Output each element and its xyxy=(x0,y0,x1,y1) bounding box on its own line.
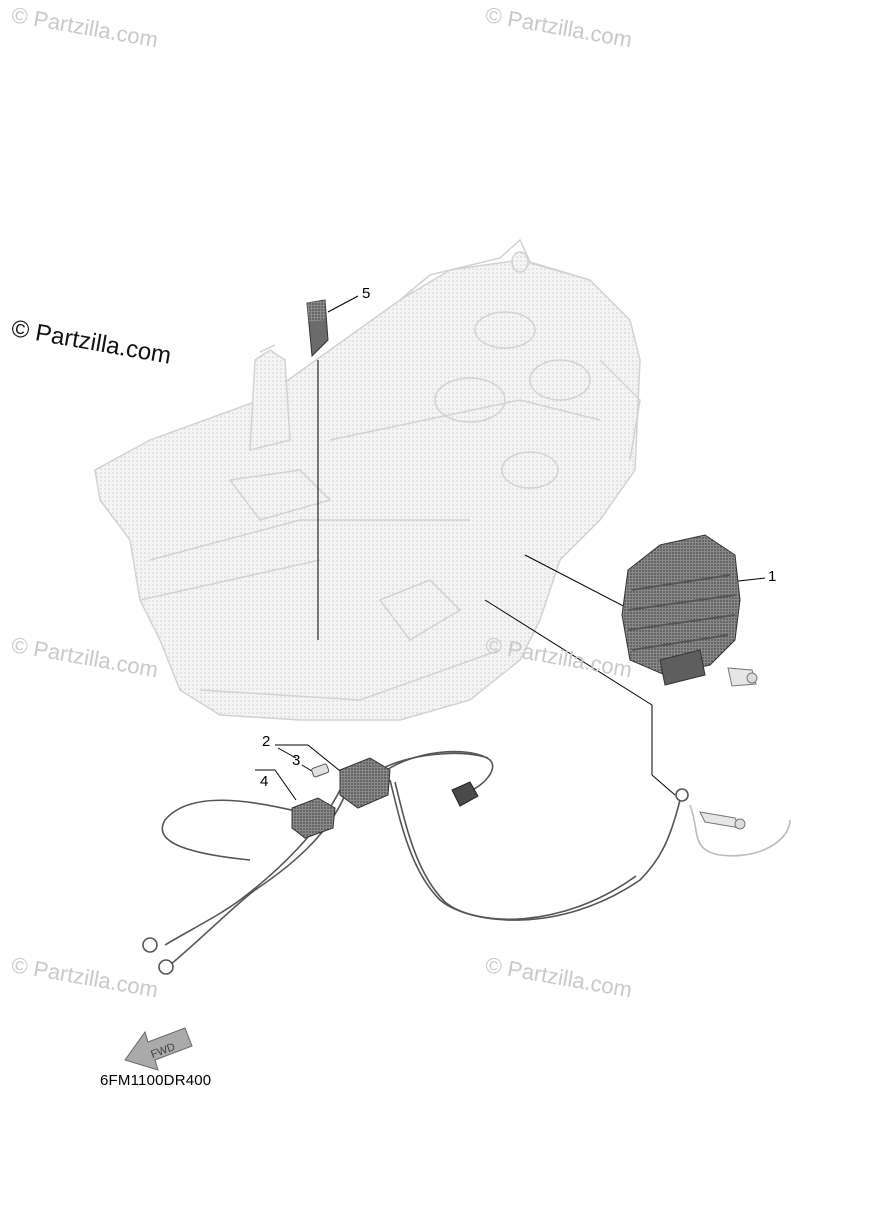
diagram-code: 6FM1100DR400 xyxy=(100,1072,212,1089)
engine-block xyxy=(94,238,641,721)
part-3-fuse[interactable] xyxy=(311,763,330,778)
part-1-rectifier[interactable] xyxy=(621,534,758,687)
wiring-harness xyxy=(161,750,791,966)
part-4-fuse-cap[interactable] xyxy=(291,797,336,839)
part-5-connector[interactable] xyxy=(306,299,329,358)
callout-3[interactable]: 3 xyxy=(292,752,301,769)
ring-terminals xyxy=(142,788,689,975)
harness-connector xyxy=(451,781,479,807)
part-2-fuse-holder[interactable] xyxy=(339,757,391,809)
callout-2[interactable]: 2 xyxy=(262,733,271,750)
leader-lines xyxy=(255,295,766,801)
callout-4[interactable]: 4 xyxy=(260,773,269,790)
callout-1[interactable]: 1 xyxy=(768,568,777,585)
fwd-arrow-icon: FWD xyxy=(124,1027,193,1071)
ground-bolt xyxy=(699,811,746,830)
callout-5[interactable]: 5 xyxy=(362,285,371,302)
